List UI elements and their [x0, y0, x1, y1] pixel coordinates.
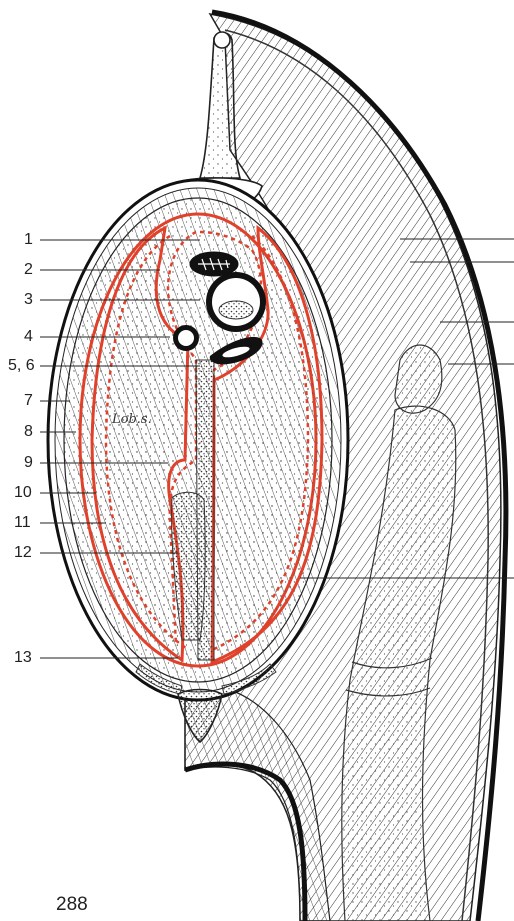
- ventral-skin-line: [185, 764, 305, 921]
- label-10: 10: [14, 485, 32, 501]
- small-vessel-lumen: [178, 330, 194, 346]
- label-13: 13: [14, 650, 32, 666]
- ridge-tip: [214, 32, 230, 48]
- label-1: 1: [24, 232, 33, 248]
- aorta-lumen: [219, 301, 253, 319]
- label-11: 11: [14, 515, 31, 531]
- label-3: 3: [24, 292, 33, 308]
- label-4: 4: [24, 329, 33, 345]
- label-5-6: 5, 6: [8, 358, 35, 374]
- label-2: 2: [24, 262, 33, 278]
- label-9: 9: [24, 455, 33, 471]
- label-12: 12: [14, 545, 32, 561]
- label-7: 7: [24, 393, 33, 409]
- label-8: 8: [24, 424, 33, 440]
- region-label-lob-s: Lob.s.: [112, 412, 152, 427]
- page-number: 288: [56, 894, 88, 916]
